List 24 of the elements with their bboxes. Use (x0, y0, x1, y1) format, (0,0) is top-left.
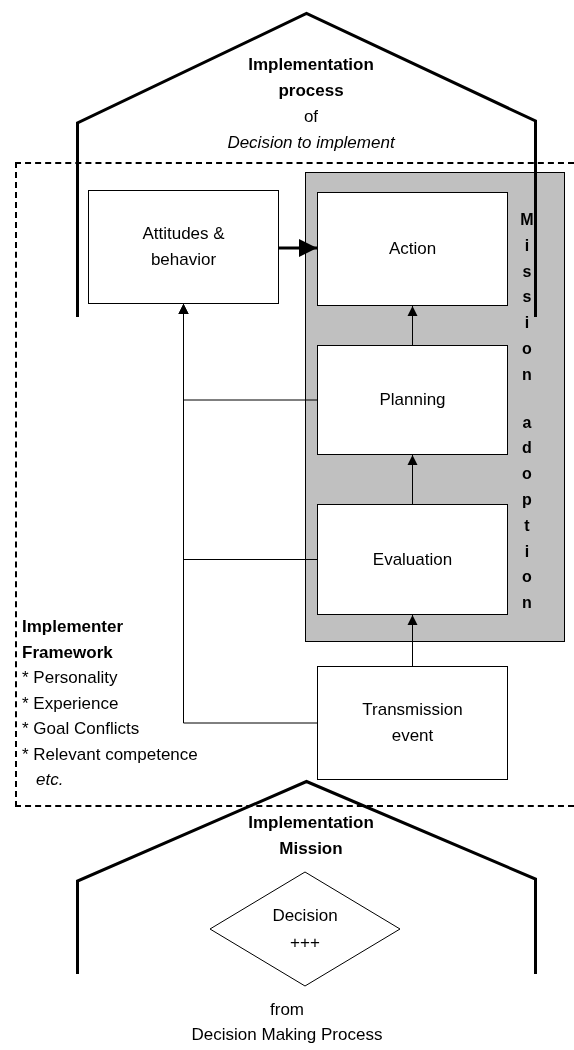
process-box: Transmission event (317, 666, 508, 780)
arrow (279, 239, 317, 257)
list-item: etc. (35, 769, 64, 791)
process-box: Action (317, 192, 508, 306)
list-item: * Relevant competence (22, 743, 198, 766)
frame-heading: Implementer Framework (22, 616, 125, 664)
arrow (407, 614, 418, 667)
process-box: Planning (317, 345, 508, 455)
arrow (407, 305, 418, 346)
vertical-label: Mission adoption (519, 210, 535, 614)
list-item: * Experience (22, 692, 119, 715)
dashed-frame (15, 162, 574, 807)
decision-diamond: Decision +++ (210, 872, 400, 986)
house-title: Implementation process of Decision to implement (216, 52, 406, 158)
arrow (178, 303, 318, 724)
list-item: * Goal Conflicts (22, 718, 140, 740)
process-box: Attitudes & behavior (88, 190, 279, 304)
list-item: * Personality (22, 667, 118, 689)
shaded-band (305, 172, 565, 642)
arrow (407, 454, 418, 505)
caption-text: from (269, 1000, 305, 1020)
house-title: Implementation Mission (226, 810, 396, 864)
caption-text: Decision Making Process (190, 1025, 384, 1045)
process-box: Evaluation (317, 504, 508, 615)
